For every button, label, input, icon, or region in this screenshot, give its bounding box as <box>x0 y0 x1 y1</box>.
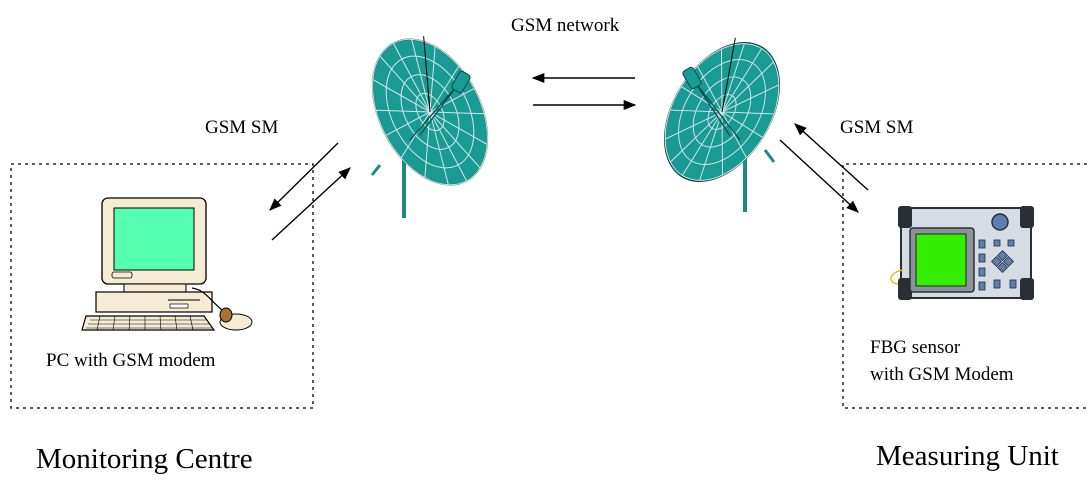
measuring-unit-box <box>842 163 1087 409</box>
gsm-network-label: GSM network <box>511 15 620 36</box>
sensor-label-line2: with GSM Modem <box>870 364 1014 385</box>
pc-label: PC with GSM modem <box>46 350 216 371</box>
left-gsm-sm-label: GSM SM <box>205 117 279 138</box>
arrow-icon <box>269 142 339 211</box>
satellite-dish-icon <box>641 22 803 212</box>
arrow-icon <box>794 123 869 191</box>
measuring-unit-title: Measuring Unit <box>876 440 1059 472</box>
arrow-icon <box>779 139 859 213</box>
desktop-pc-icon <box>81 197 253 331</box>
fbg-sensor-device-icon <box>890 206 1034 300</box>
monitoring-centre-title: Monitoring Centre <box>36 443 253 475</box>
sensor-label-line1: FBG sensor <box>870 337 961 358</box>
satellite-dish-icon <box>348 19 512 218</box>
right-gsm-sm-label: GSM SM <box>840 117 914 138</box>
arrow-icon <box>271 167 351 241</box>
